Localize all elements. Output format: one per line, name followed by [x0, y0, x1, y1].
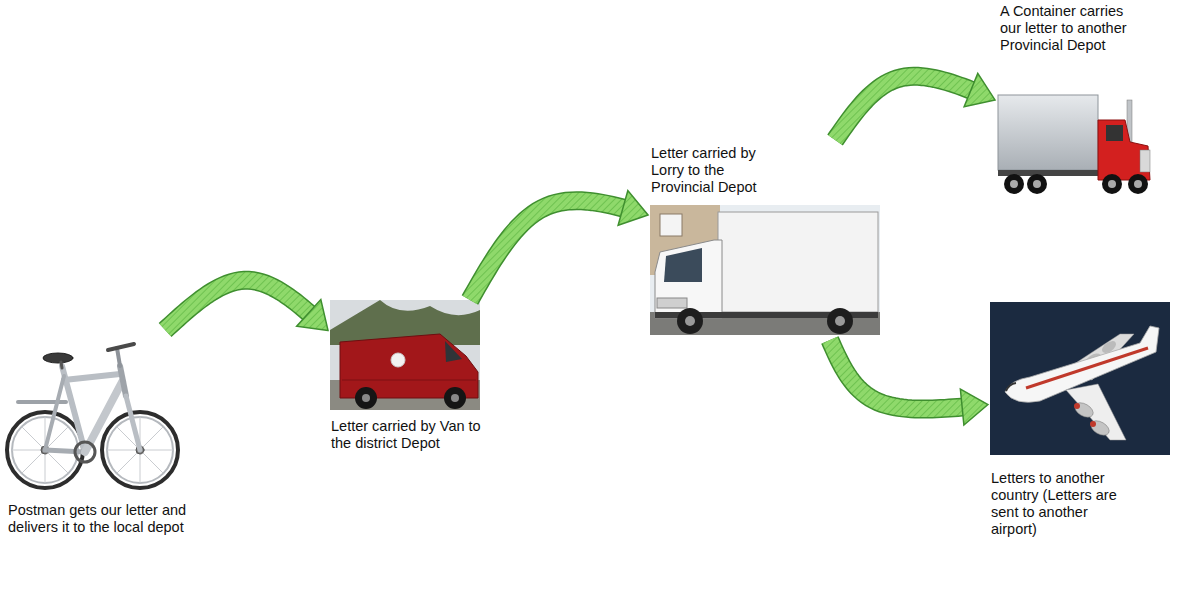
container-truck-part [1033, 180, 1041, 188]
arrow-outline [470, 201, 627, 300]
bicycle-illustration [7, 344, 178, 488]
bicycle-illustration-part [108, 344, 134, 350]
airplane-picture-part [1026, 348, 1148, 388]
bicycle-illustration-part [45, 376, 64, 450]
container-truck-part [1108, 180, 1116, 188]
van-photo-part [444, 387, 466, 409]
airplane-picture-part [1066, 384, 1126, 440]
bicycle-illustration-part [64, 374, 120, 380]
container-truck-part [1102, 174, 1122, 194]
flow-arrow [165, 280, 328, 330]
arrow-head [960, 389, 988, 425]
bicycle-illustration-part [43, 353, 73, 363]
van-photo [330, 300, 480, 410]
caption-text: Letter carried by Lorry to the Provincia… [651, 145, 769, 196]
van-photo-part [342, 380, 476, 381]
arrow-body [830, 340, 966, 409]
arrow-body [470, 201, 627, 300]
lorry-photo-part [657, 298, 687, 308]
bicycle-illustration-part [45, 450, 85, 452]
bicycle-illustration-part [126, 396, 140, 450]
flow-arrow [835, 73, 995, 140]
lorry-photo-part [650, 205, 880, 335]
container-truck-part [1134, 180, 1142, 188]
bicycle-illustration-part [75, 442, 95, 462]
container-truck-part [1010, 180, 1018, 188]
container-truck-part [1098, 120, 1150, 180]
arrow-outline [165, 280, 312, 330]
caption-text: Postman gets our letter and delivers it … [8, 502, 188, 536]
flow-arrow [830, 340, 988, 425]
arrow-head [297, 300, 328, 331]
lorry-photo-part [718, 212, 878, 312]
arrow-outline [835, 76, 975, 140]
lorry-photo-part [664, 248, 702, 282]
arrow-body [165, 280, 312, 330]
container-truck-part [1128, 174, 1148, 194]
container-truck-part [1140, 150, 1150, 172]
airplane-picture-part [1006, 383, 1016, 391]
lorry-photo-part [677, 308, 703, 334]
airplane-picture [990, 302, 1170, 455]
container-truck-part [1106, 125, 1123, 141]
arrow-head [964, 73, 995, 106]
van-photo-part [330, 300, 480, 410]
lorry-photo-part [835, 316, 845, 326]
lorry-photo-part [660, 214, 682, 236]
caption-text: Letters to another country (Letters are … [991, 470, 1131, 538]
lorry-photo-part [827, 308, 853, 334]
caption-text: Letter carried by Van to the district De… [331, 418, 487, 452]
bicycle-illustration-part [117, 348, 120, 366]
bicycle-illustration-part [120, 366, 126, 396]
van-photo-part [362, 394, 370, 402]
lorry-photo [650, 205, 880, 335]
transport-stage: Letter carried by Lorry to the Provincia… [648, 140, 883, 340]
van-photo-part [391, 353, 405, 367]
transport-stage: Postman gets our letter and delivers it … [5, 330, 275, 562]
bicycle-illustration-part [61, 362, 62, 368]
van-photo-part [445, 341, 462, 362]
transport-stage: A Container carries our letter to anothe… [995, 0, 1160, 210]
container-truck [998, 95, 1150, 194]
transport-stage: Letters to another country (Letters are … [988, 300, 1170, 555]
airplane-picture-part [990, 302, 1170, 455]
lorry-photo-part [655, 240, 722, 318]
arrow-outline [830, 340, 966, 409]
container-truck-part [1027, 174, 1047, 194]
caption-text: A Container carries our letter to anothe… [1000, 3, 1145, 54]
van-photo-part [451, 394, 459, 402]
transport-stage: Letter carried by Van to the district De… [328, 300, 488, 460]
airplane-picture-part [1072, 400, 1095, 420]
airplane-picture-part [1074, 403, 1080, 409]
container-truck-part [998, 95, 1098, 170]
van-photo-part [355, 387, 377, 409]
arrow-head [618, 191, 648, 226]
bicycle-illustration-part [85, 382, 122, 452]
arrow-body [835, 76, 975, 140]
lorry-photo-part [685, 316, 695, 326]
flow-arrow [470, 191, 648, 300]
airplane-picture-part [1088, 418, 1111, 438]
container-truck-part [1004, 174, 1024, 194]
airplane-picture-part [1090, 421, 1096, 427]
